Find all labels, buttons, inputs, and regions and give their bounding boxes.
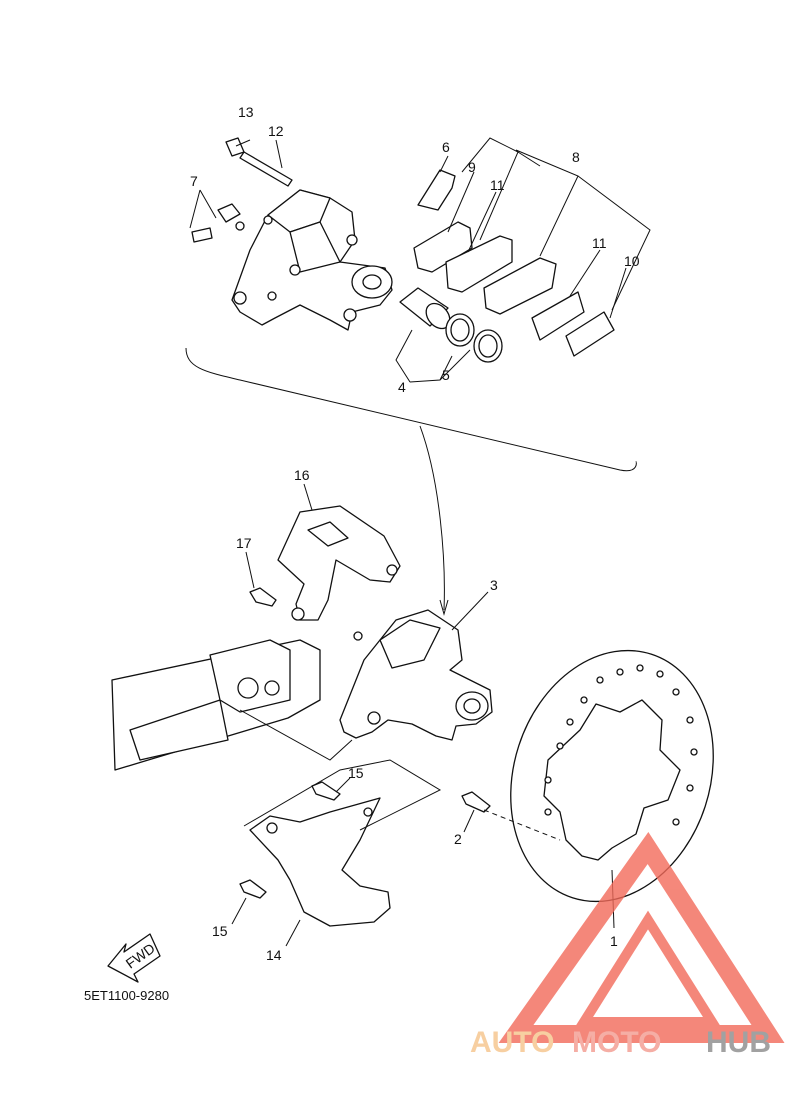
swing-arm <box>111 639 321 771</box>
label-2: 2 <box>454 831 462 847</box>
watermark-moto: MOTO <box>572 1026 661 1059</box>
bolt-2 <box>461 791 491 813</box>
label-13: 13 <box>238 104 254 120</box>
plug-13 <box>225 137 245 157</box>
label-9: 9 <box>468 159 476 175</box>
label-11-a: 11 <box>490 177 505 193</box>
diagram-code: 5ET1100-9280 <box>84 988 169 1003</box>
caliper-assembly-3 <box>339 609 493 741</box>
label-5: 5 <box>442 367 450 383</box>
label-15-b: 15 <box>212 923 228 939</box>
brake-pad-11-a <box>445 235 513 293</box>
label-10: 10 <box>624 253 640 269</box>
triangle-logo-icon <box>498 831 785 1043</box>
assembled-view <box>111 483 714 947</box>
piston-4 <box>399 287 451 330</box>
label-12: 12 <box>268 123 284 139</box>
automotohub-watermark: AUTO MOTO HUB <box>470 831 785 1059</box>
label-15-a: 15 <box>348 765 364 781</box>
bolt-15-a <box>311 781 341 801</box>
brake-pad-9 <box>413 221 473 273</box>
label-4: 4 <box>398 379 406 395</box>
fwd-arrow: FWD <box>107 933 161 983</box>
brake-disc-1 <box>510 649 714 903</box>
brake-pad-8 <box>483 257 557 315</box>
label-11-b: 11 <box>592 235 607 251</box>
label-7: 7 <box>190 173 198 189</box>
watermark-hub: HUB <box>706 1026 771 1059</box>
label-16: 16 <box>294 467 310 483</box>
label-17: 17 <box>236 535 252 551</box>
label-8: 8 <box>572 149 580 165</box>
label-3: 3 <box>490 577 498 593</box>
label-6: 6 <box>442 139 450 155</box>
part-labels: 13 12 7 6 9 8 11 11 10 5 4 16 17 3 15 2 … <box>190 104 640 963</box>
caliper-body-top <box>231 189 393 331</box>
bolt-17 <box>249 587 277 607</box>
bleed-screw-7 <box>191 203 245 243</box>
pad-pin-12 <box>239 151 293 187</box>
pad-spring-6 <box>417 169 456 211</box>
brake-pad-11-b <box>531 291 585 341</box>
shim-10 <box>565 311 615 357</box>
piston-seal-5 <box>445 313 503 363</box>
bolt-15-b <box>239 879 267 899</box>
label-14: 14 <box>266 947 282 963</box>
watermark-auto: AUTO <box>470 1026 554 1059</box>
caliper-exploded-view <box>185 137 651 616</box>
label-1: 1 <box>610 933 618 949</box>
caliper-bracket-16 <box>277 505 401 621</box>
caliper-guard-14 <box>249 797 391 927</box>
